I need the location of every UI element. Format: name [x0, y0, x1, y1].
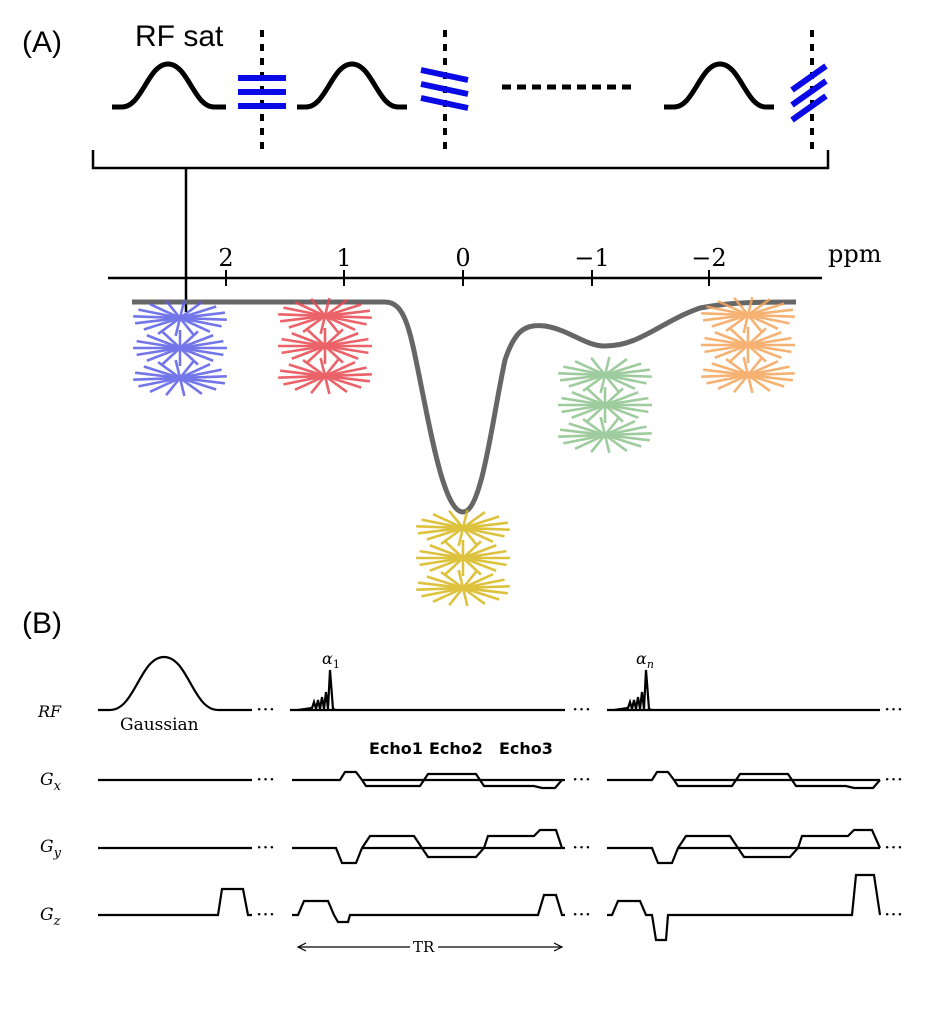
z-spectrum-curve: [132, 299, 797, 515]
ppm-tick-label-0: 2: [218, 244, 233, 272]
ppm-tick-label-4: −2: [691, 244, 726, 272]
sampling-star-1: [133, 299, 227, 397]
sampling-star-5: [701, 296, 795, 394]
ellipsis-gy-2: ···: [572, 835, 591, 859]
gz-slab-tr1: [292, 893, 565, 924]
ppm-tick-label-1: 1: [336, 244, 351, 272]
ellipsis-gz-1: ···: [256, 902, 275, 926]
row-label-gy: Gy: [40, 837, 62, 861]
sampling-star-4: [558, 356, 652, 454]
echo-2-label: Echo2: [429, 739, 483, 758]
ellipsis-gz-2: ···: [572, 902, 591, 926]
ellipsis-rf-3: ···: [884, 697, 903, 721]
panel-a-label: (A): [22, 26, 62, 59]
ellipsis-rf-1: ···: [256, 697, 275, 721]
sat-pulse-3: [664, 61, 774, 110]
alpha-1-label: α1: [322, 649, 340, 671]
gz-spoiler-pre: [98, 887, 252, 917]
echo-3-label: Echo3: [499, 739, 553, 758]
ellipsis-gy-3: ···: [884, 835, 903, 859]
saturation-pulse-train: [112, 61, 774, 110]
gz-slab-tr2: [607, 873, 882, 942]
echo-1-label: Echo1: [369, 739, 423, 758]
ppm-unit-label: ppm: [828, 240, 882, 268]
ellipsis-gy-1: ···: [256, 835, 275, 859]
rf-alpha1-pulse: [297, 669, 337, 712]
spoiler-gradients: [238, 63, 828, 123]
spoiler-1: [238, 75, 286, 109]
ellipsis-gz-3: ···: [884, 902, 903, 926]
pulse-separators: [260, 30, 814, 155]
sampling-star-3: [416, 509, 510, 607]
ppm-tick-label-3: −1: [574, 244, 609, 272]
ellipsis-gx-1: ···: [256, 767, 275, 791]
spoiler-2: [420, 67, 469, 111]
rf-alphan-pulse: [613, 669, 653, 712]
row-label-gz: Gz: [40, 905, 61, 929]
row-label-rf: RF: [37, 702, 62, 721]
rf-sat-label: RF sat: [135, 20, 224, 53]
ppm-tick-label-2: 0: [455, 244, 470, 272]
tr-label: TR: [413, 938, 435, 956]
gy-phase-tr2: [607, 828, 882, 865]
ellipsis-gx-2: ···: [572, 767, 591, 791]
pulse-sequence-diagram: [98, 655, 882, 942]
sequence-ellipses: ··· ··· ··· ··· ··· ··· ··· ··· ··· ··· …: [256, 697, 903, 926]
rf-gaussian-pulse: [98, 655, 252, 712]
k-space-sampling-patterns: [133, 296, 795, 607]
bracket: [91, 150, 830, 170]
ellipsis-rf-2: ···: [572, 697, 591, 721]
spoiler-3: [790, 63, 828, 123]
alpha-n-label: αn: [636, 649, 654, 671]
gy-phase-tr1: [292, 828, 564, 865]
gaussian-label: Gaussian: [120, 715, 199, 735]
tr-arrow: [296, 942, 564, 952]
sat-pulse-2: [297, 61, 407, 110]
panel-b-label: (B): [22, 607, 62, 640]
row-label-gx: Gx: [40, 770, 62, 794]
ellipsis-gx-3: ···: [884, 767, 903, 791]
sampling-star-2: [278, 297, 372, 395]
sat-pulse-1: [112, 61, 226, 110]
ppm-ticks: 2 1 0 −1 −2: [218, 244, 727, 286]
